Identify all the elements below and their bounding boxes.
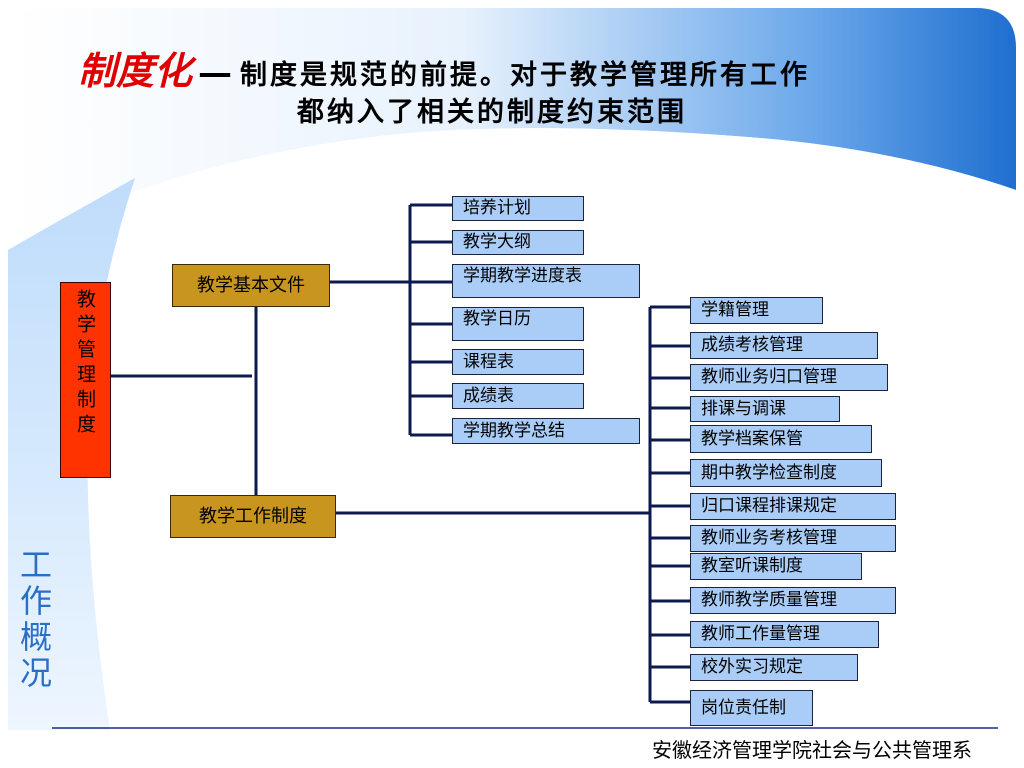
leaf-label: 教学大纲	[463, 232, 531, 252]
leaf-node: 成绩表	[452, 383, 584, 409]
slide-title: 制度化—制度是规范的前提。对于教学管理所有工作	[78, 40, 810, 95]
leaf-label: 教师工作量管理	[701, 624, 820, 644]
leaf-label: 教学日历	[463, 309, 531, 329]
leaf-node: 教师工作量管理	[690, 621, 879, 648]
leaf-label: 岗位责任制	[701, 697, 786, 718]
leaf-node: 课程表	[452, 349, 584, 375]
leaf-node: 教师业务考核管理	[690, 525, 896, 552]
leaf-node: 成绩考核管理	[690, 332, 878, 359]
leaf-node: 学期教学进度表	[452, 264, 640, 298]
leaf-node: 岗位责任制	[690, 690, 813, 726]
branch-node-label: 教学基本文件	[197, 274, 305, 296]
leaf-label: 课程表	[463, 351, 514, 372]
leaf-label: 学期教学进度表	[463, 266, 582, 286]
branch-node-label: 教学工作制度	[199, 505, 307, 527]
leaf-node: 培养计划	[452, 196, 584, 221]
leaf-node: 教学档案保管	[690, 425, 872, 453]
branch-node-work-system: 教学工作制度	[170, 495, 336, 538]
leaf-label: 教学档案保管	[701, 428, 803, 449]
leaf-node: 学籍管理	[690, 297, 823, 324]
leaf-label: 校外实习规定	[701, 657, 803, 677]
leaf-label: 成绩考核管理	[701, 335, 803, 355]
leaf-label: 学籍管理	[701, 300, 769, 320]
leaf-label: 成绩表	[463, 385, 514, 406]
leaf-label: 排课与调课	[701, 398, 786, 419]
branch-node-basic-documents: 教学基本文件	[172, 264, 330, 307]
title-emphasis: 制度化	[78, 48, 193, 93]
root-node-label: 教学管理制度	[74, 289, 96, 439]
leaf-node: 教学大纲	[452, 230, 584, 255]
leaf-label: 教室听课制度	[701, 556, 803, 576]
footer-institution: 安徽经济管理学院社会与公共管理系	[652, 738, 972, 762]
leaf-node: 归口课程排课规定	[690, 493, 896, 520]
leaf-label: 归口课程排课规定	[701, 496, 837, 516]
leaf-node: 教室听课制度	[690, 553, 862, 580]
leaf-label: 培养计划	[463, 198, 531, 218]
title-line-1: 制度是规范的前提。对于教学管理所有工作	[240, 60, 811, 91]
leaf-label: 期中教学检查制度	[701, 462, 837, 483]
root-node-teaching-management-system: 教学管理制度	[60, 282, 111, 478]
leaf-node: 教师业务归口管理	[690, 364, 888, 391]
title-line-2: 都纳入了相关的制度约束范围	[297, 97, 687, 128]
leaf-node: 校外实习规定	[690, 654, 858, 681]
leaf-label: 教师业务归口管理	[701, 367, 837, 387]
leaf-node: 教师教学质量管理	[690, 587, 896, 614]
leaf-node: 教学日历	[452, 307, 584, 341]
sidebar-section-label: 工作概况	[15, 548, 53, 692]
leaf-node: 排课与调课	[690, 396, 840, 422]
leaf-label: 学期教学总结	[463, 420, 565, 441]
leaf-label: 教师教学质量管理	[701, 590, 837, 610]
leaf-node: 学期教学总结	[452, 418, 640, 444]
title-dash: —	[198, 53, 233, 93]
leaf-label: 教师业务考核管理	[701, 528, 837, 548]
leaf-node: 期中教学检查制度	[690, 459, 882, 487]
